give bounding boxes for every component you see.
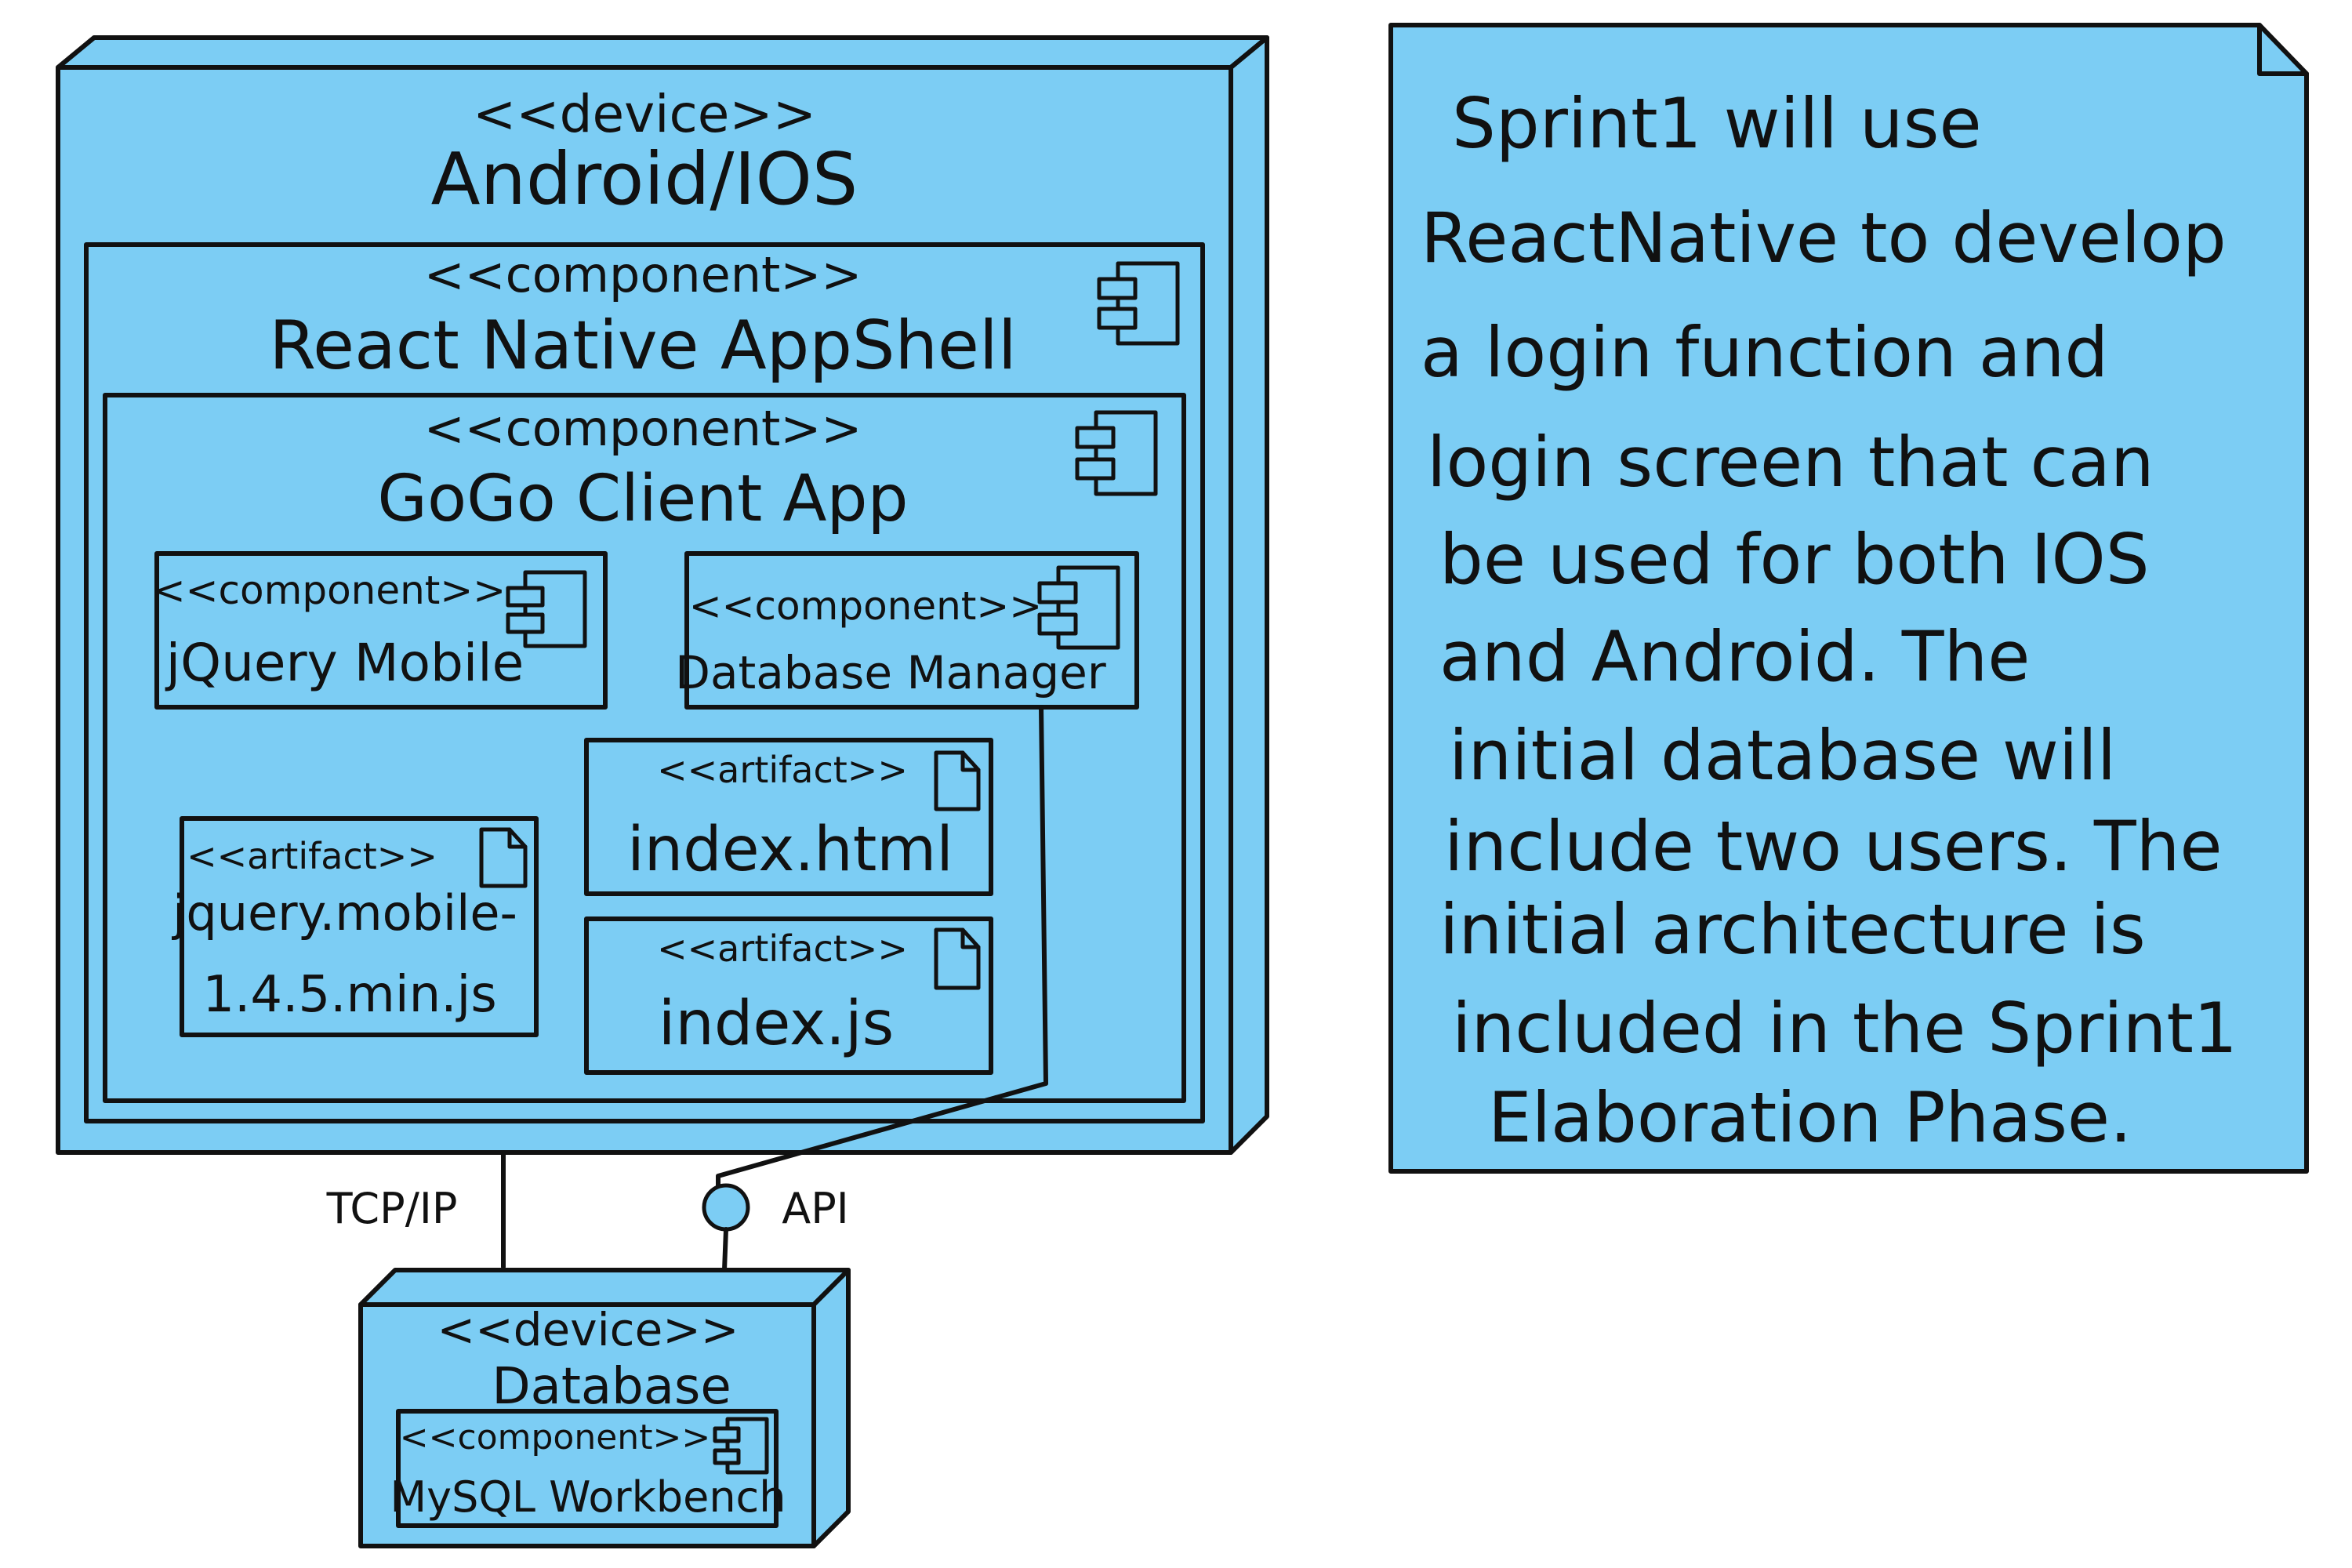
app-shell-stereotype: <<component>>: [424, 246, 862, 303]
device-title: Android/IOS: [431, 137, 858, 221]
component-icon: [1037, 565, 1120, 650]
note-line: included in the Sprint1: [1452, 988, 2238, 1069]
document-icon: [934, 927, 981, 990]
app-shell-title: React Native AppShell: [269, 307, 1016, 385]
note-line: initial database will: [1449, 715, 2116, 796]
artifact-jquery-js: <<artifact>> jquery.mobile- 1.4.5.min.js: [171, 816, 539, 1037]
note-line: and Android. The: [1439, 616, 2030, 697]
sprint-note: Sprint1 will use ReactNative to develop …: [1388, 23, 2309, 1174]
note-line: login screen that can: [1427, 422, 2154, 503]
tcp-ip-label: TCP/IP: [326, 1184, 458, 1233]
api-interface-line: [722, 1227, 728, 1272]
index-html-stereotype: <<artifact>>: [657, 749, 908, 791]
api-interface-lollipop-icon: [702, 1183, 750, 1232]
index-js-stereotype: <<artifact>>: [657, 927, 908, 970]
component-icon: [506, 570, 587, 648]
device-stereotype: <<device>>: [473, 84, 816, 144]
database-manager-title: Database Manager: [675, 646, 1106, 699]
api-label: API: [782, 1184, 848, 1233]
document-icon: [479, 827, 528, 888]
database-manager-component: <<component>> Database Manager: [675, 551, 1139, 710]
client-app-stereotype: <<component>>: [424, 400, 862, 457]
note-line: initial architecture is: [1439, 889, 2146, 970]
tcp-ip-connector: TCP/IP: [326, 1150, 506, 1269]
client-app-title: GoGo Client App: [377, 462, 908, 536]
note-line: Elaboration Phase.: [1488, 1077, 2132, 1158]
index-html-frame: [584, 738, 993, 896]
database-manager-stereotype: <<component>>: [689, 583, 1042, 629]
jquery-mobile-component: <<component>> jQuery Mobile: [153, 551, 608, 710]
jquery-js-frame: [180, 816, 539, 1037]
note-folded-corner: [2257, 23, 2309, 76]
index-js-frame: [584, 916, 993, 1075]
artifact-index-html: <<artifact>> index.html: [584, 738, 993, 896]
index-js-title: index.js: [659, 989, 895, 1059]
mysql-title: MySQL Workbench: [390, 1472, 786, 1522]
device-node-top-face: [56, 35, 1269, 70]
jquery-js-title-line2: 1.4.5.min.js: [202, 966, 496, 1024]
component-icon: [1097, 261, 1180, 346]
jquery-js-stereotype: <<artifact>>: [187, 835, 437, 877]
database-node-top-face: [358, 1268, 851, 1307]
mysql-stereotype: <<component>>: [400, 1417, 710, 1457]
api-dependency-line: [716, 705, 1048, 1194]
artifact-index-js: <<artifact>> index.js: [584, 916, 993, 1075]
database-title: Database: [492, 1358, 731, 1416]
jquery-js-title-line1: jquery.mobile-: [171, 884, 517, 942]
jquery-mobile-stereotype: <<component>>: [153, 568, 506, 613]
note-line: a login function and: [1421, 312, 2108, 393]
note-line: Sprint1 will use: [1452, 83, 1982, 164]
database-node-side-face: [811, 1268, 851, 1548]
device-node-side-face: [1229, 35, 1269, 1155]
note-line: ReactNative to develop: [1421, 198, 2227, 278]
note-body: [1388, 23, 2309, 1174]
database-stereotype: <<device>>: [437, 1303, 739, 1356]
note-line: include two users. The: [1444, 806, 2223, 887]
index-html-title: index.html: [627, 815, 953, 885]
component-icon: [1075, 410, 1158, 496]
mysql-workbench-component: <<component>> MySQL Workbench: [390, 1409, 786, 1528]
jquery-mobile-title: jQuery Mobile: [165, 633, 524, 693]
note-line: be used for both IOS: [1439, 519, 2150, 600]
document-icon: [934, 750, 981, 811]
component-icon: [713, 1417, 769, 1475]
api-connector: API: [702, 705, 1048, 1272]
note-text: Sprint1 will use ReactNative to develop …: [1421, 83, 2238, 1158]
